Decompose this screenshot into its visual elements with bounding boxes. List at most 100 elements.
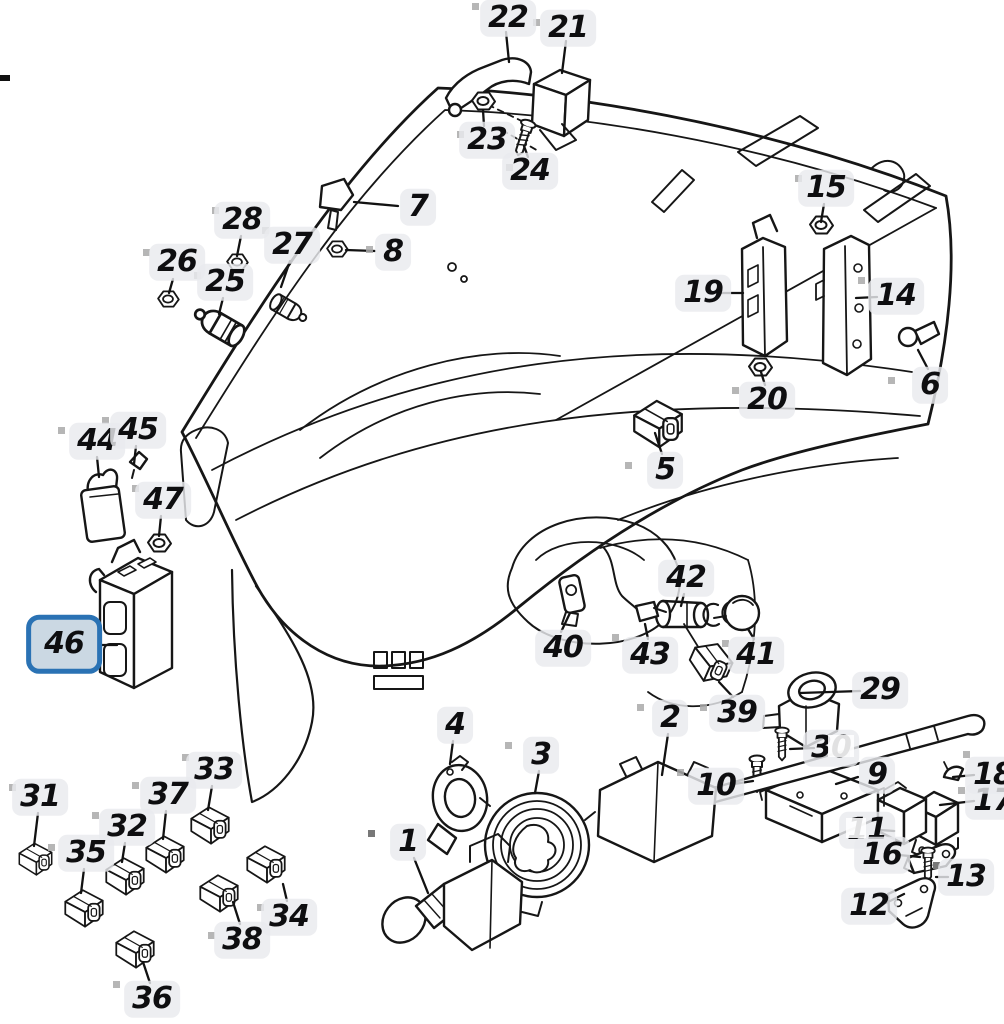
leader-line-3	[533, 769, 541, 795]
watermark-square	[732, 387, 739, 394]
watermark-square	[888, 377, 895, 384]
leader-line-47	[157, 514, 163, 538]
watermark-square	[368, 830, 375, 837]
part-drawing-21	[530, 68, 592, 151]
watermark-square	[963, 751, 970, 758]
part-drawing-46	[88, 538, 174, 690]
part-drawing-44	[80, 468, 126, 543]
leader-line-1	[412, 856, 430, 895]
part-drawing-3	[479, 791, 596, 917]
watermark-square	[472, 3, 479, 10]
watermark-square	[457, 131, 464, 138]
leader-line-43	[643, 622, 650, 641]
leader-line-23	[481, 108, 486, 128]
part-drawing-14	[815, 234, 873, 377]
part-drawing-47	[147, 533, 172, 553]
part-drawing-33	[190, 806, 230, 845]
watermark-square	[262, 227, 269, 234]
watermark-square	[32, 627, 39, 634]
leader-line-4	[448, 739, 455, 766]
part-drawing-32	[105, 857, 145, 896]
leader-line-30	[788, 746, 816, 751]
watermark-square	[102, 417, 109, 424]
leader-line-5	[653, 431, 664, 456]
part-drawing-41	[713, 594, 761, 632]
leader-line-31	[32, 811, 40, 848]
watermark-square	[843, 750, 850, 757]
watermark-square	[700, 704, 707, 711]
leader-line-14	[854, 295, 879, 300]
leader-line-34	[281, 882, 289, 903]
part-drawing-27	[266, 291, 312, 328]
part-drawing-29	[762, 671, 841, 749]
watermark-square	[132, 485, 139, 492]
part-drawing-42	[654, 599, 740, 629]
watermark-square	[625, 462, 632, 469]
watermark-square	[958, 787, 965, 794]
leader-line-37	[161, 809, 168, 841]
watermark-square	[505, 742, 512, 749]
leader-line-2	[660, 732, 670, 777]
leader-line-7	[352, 200, 400, 208]
watermark-square	[194, 272, 201, 279]
leader-line-33	[206, 784, 214, 812]
leader-line-32	[120, 841, 127, 864]
leader-line-21	[560, 39, 568, 75]
part-drawing-12	[886, 877, 937, 929]
part-drawing-23	[471, 91, 496, 111]
leader-line-27	[279, 259, 292, 289]
watermark-square	[212, 207, 219, 214]
part-drawing-6	[897, 320, 941, 348]
watermark-square	[366, 246, 373, 253]
watermark-square	[533, 19, 540, 26]
watermark-square	[132, 782, 139, 789]
part-drawing-38	[199, 874, 239, 913]
leader-line-42	[679, 592, 686, 608]
part-drawing-4	[426, 755, 489, 856]
leader-line-35	[79, 867, 86, 895]
leader-line-38	[231, 900, 242, 926]
part-drawing-11	[876, 781, 928, 846]
leader-line-6	[916, 348, 930, 371]
watermark-square	[182, 754, 189, 761]
part-drawing-25	[188, 300, 249, 350]
watermark-square	[58, 427, 65, 434]
part-drawing-19	[740, 213, 789, 358]
watermark-square	[9, 784, 16, 791]
leader-lines	[32, 30, 976, 985]
part-drawing-1	[381, 833, 524, 952]
watermark-square	[795, 175, 802, 182]
leader-line-9	[834, 775, 860, 786]
leader-line-39	[717, 680, 735, 699]
leader-line-36	[141, 960, 152, 985]
watermark-square	[858, 277, 865, 284]
watermark-square	[257, 904, 264, 911]
leader-line-41	[746, 627, 756, 641]
leader-line-25	[217, 296, 225, 316]
part-drawing-8	[326, 240, 349, 258]
part-drawing-36	[115, 930, 155, 969]
part-drawing-39	[683, 635, 739, 690]
part-drawing-40	[558, 574, 586, 627]
part-drawing-35	[64, 889, 104, 928]
watermark-square	[92, 812, 99, 819]
part-drawing-30	[774, 726, 790, 762]
leader-line-28	[235, 234, 243, 258]
part-drawing-43	[634, 600, 667, 623]
watermark-square	[722, 640, 729, 647]
leader-line-44	[95, 455, 101, 479]
watermark-square	[612, 634, 619, 641]
leader-line-29	[798, 689, 862, 695]
part-drawing-45	[128, 450, 149, 479]
leader-line-45	[132, 444, 138, 466]
watermark-square	[506, 164, 513, 171]
part-drawing-34	[246, 845, 286, 884]
part-drawing-37	[145, 835, 185, 874]
watermark-square	[113, 981, 120, 988]
leader-line-15	[819, 202, 826, 224]
watermark-square	[48, 844, 55, 851]
dashboard-outline	[179, 86, 953, 804]
watermark-square	[677, 769, 684, 776]
